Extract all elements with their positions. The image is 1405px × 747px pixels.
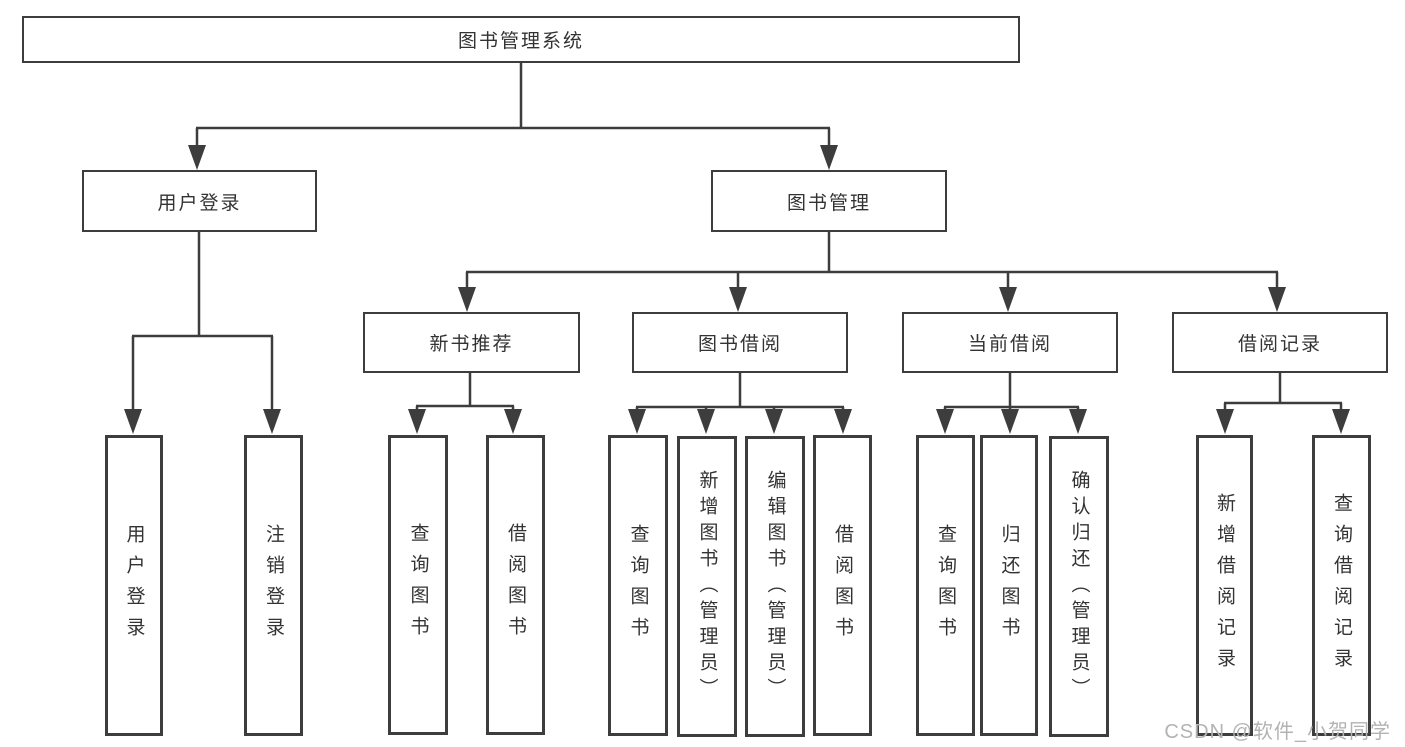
leaf-query-books-current-label: 查询图书 (935, 523, 956, 648)
node-new-book-recommend: 新书推荐 (363, 312, 580, 373)
leaf-query-books-recommend-label: 查询图书 (407, 523, 429, 647)
node-current-borrow: 当前借阅 (902, 312, 1118, 373)
leaf-confirm-return-admin: 确认归还（管理员） (1049, 436, 1109, 737)
node-borrow-records: 借阅记录 (1172, 312, 1388, 373)
leaf-borrow-books-recommend: 借阅图书 (486, 435, 545, 735)
leaf-logout-label: 注销登录 (263, 523, 284, 648)
leaf-edit-books-admin-label: 编辑图书（管理员） (764, 469, 786, 704)
leaf-borrow-books-recommend-label: 借阅图书 (505, 523, 526, 647)
leaf-user-login-label: 用户登录 (123, 523, 145, 648)
leaf-add-books-admin-label: 新增图书（管理员） (696, 469, 718, 704)
leaf-return-books-label: 归还图书 (998, 523, 1020, 648)
leaf-query-books-borrow: 查询图书 (608, 435, 668, 736)
leaf-query-borrow-record-label: 查询借阅记录 (1331, 492, 1352, 679)
leaf-add-borrow-record: 新增借阅记录 (1196, 435, 1253, 736)
leaf-query-books-current: 查询图书 (916, 435, 975, 736)
leaf-add-borrow-record-label: 新增借阅记录 (1214, 492, 1235, 679)
leaf-borrow-books: 借阅图书 (813, 435, 872, 736)
node-library-system: 图书管理系统 (22, 16, 1020, 63)
leaf-query-books-borrow-label: 查询图书 (627, 523, 649, 648)
leaf-edit-books-admin: 编辑图书（管理员） (745, 436, 805, 737)
node-book-borrow: 图书借阅 (632, 312, 848, 373)
leaf-add-books-admin: 新增图书（管理员） (677, 436, 737, 737)
leaf-return-books: 归还图书 (980, 435, 1038, 736)
leaf-query-books-recommend: 查询图书 (388, 435, 448, 735)
leaf-confirm-return-admin-label: 确认归还（管理员） (1068, 469, 1090, 704)
leaf-user-login: 用户登录 (105, 435, 163, 736)
leaf-query-borrow-record: 查询借阅记录 (1312, 435, 1371, 736)
node-book-management: 图书管理 (711, 170, 947, 232)
node-user-login: 用户登录 (82, 170, 317, 232)
leaf-logout: 注销登录 (244, 435, 303, 736)
csdn-watermark: CSDN @软件_小贺同学 (1164, 721, 1391, 743)
leaf-borrow-books-label: 借阅图书 (832, 523, 853, 648)
